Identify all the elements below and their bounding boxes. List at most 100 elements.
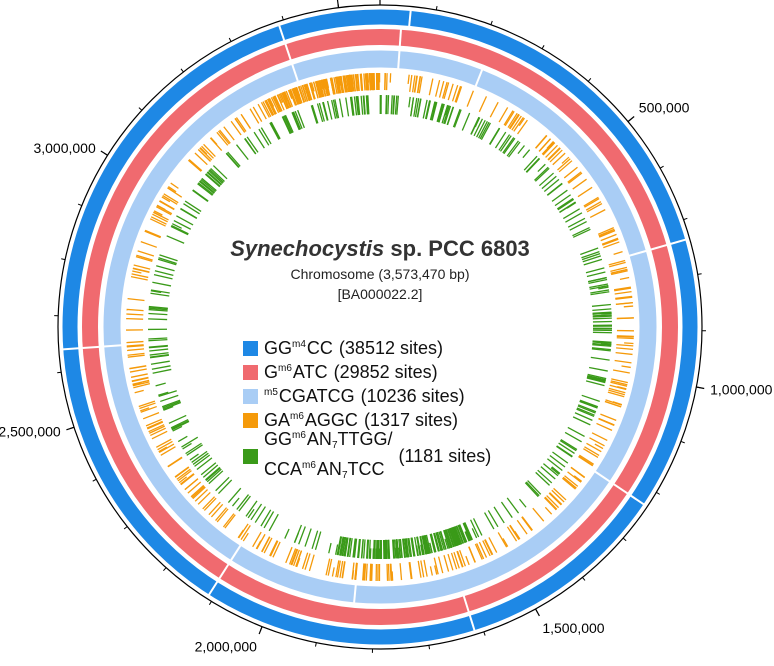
site-mark xyxy=(612,401,623,406)
site-mark xyxy=(489,101,499,118)
site-mark xyxy=(318,102,325,122)
site-mark xyxy=(586,442,602,453)
ring-gap xyxy=(650,243,668,251)
site-mark xyxy=(127,348,145,352)
site-mark xyxy=(461,112,471,131)
site-mark xyxy=(585,380,605,387)
site-mark xyxy=(387,539,390,559)
legend-item-ggan7ttgg: GGm6AN7TTGG/ CCAm6AN7TCC (1181 sites) xyxy=(243,429,491,481)
tick-label: 1,000,000 xyxy=(710,382,772,398)
site-mark xyxy=(270,97,280,114)
site-mark xyxy=(360,539,364,559)
site-mark xyxy=(468,546,476,563)
minor-tick xyxy=(77,203,82,207)
site-mark xyxy=(534,166,549,181)
ring-gap xyxy=(353,584,357,603)
site-mark xyxy=(310,105,318,124)
site-mark xyxy=(328,542,332,554)
site-mark xyxy=(370,73,373,91)
site-mark xyxy=(303,84,311,101)
site-mark xyxy=(194,152,208,166)
site-mark xyxy=(597,227,615,235)
site-mark xyxy=(313,81,319,99)
site-mark xyxy=(282,116,292,134)
site-mark xyxy=(554,194,572,207)
site-mark xyxy=(532,507,545,522)
site-mark xyxy=(206,468,222,483)
site-mark xyxy=(207,171,223,185)
site-mark xyxy=(534,167,550,182)
site-mark xyxy=(604,400,622,408)
site-mark xyxy=(455,86,463,103)
site-mark xyxy=(557,198,575,211)
site-mark xyxy=(257,103,267,120)
site-mark xyxy=(402,538,406,558)
minor-tick xyxy=(541,45,545,50)
site-mark xyxy=(205,173,221,187)
site-mark xyxy=(564,475,579,487)
site-mark xyxy=(212,165,228,180)
site-mark xyxy=(436,531,444,551)
site-mark xyxy=(177,435,188,443)
site-mark xyxy=(422,99,428,119)
site-mark xyxy=(572,178,587,190)
site-mark xyxy=(238,495,251,512)
site-mark xyxy=(274,95,283,112)
site-mark xyxy=(148,308,168,312)
site-mark xyxy=(395,547,398,559)
site-mark xyxy=(268,97,275,107)
site-mark xyxy=(484,539,494,555)
legend-motif: GGm6AN7TTGG/ CCAm6AN7TCC xyxy=(264,429,393,481)
site-mark xyxy=(440,530,447,550)
site-mark xyxy=(161,399,181,408)
site-mark xyxy=(615,295,633,300)
site-mark xyxy=(131,377,149,383)
site-mark xyxy=(199,180,216,194)
site-mark xyxy=(474,543,483,560)
site-mark xyxy=(598,229,616,238)
site-mark xyxy=(521,516,533,531)
site-mark xyxy=(183,203,200,215)
site-mark xyxy=(562,208,580,220)
site-mark xyxy=(572,228,591,238)
site-mark xyxy=(222,513,235,528)
site-mark xyxy=(385,95,388,115)
legend-motif: m5CGATCG xyxy=(264,386,355,406)
site-mark xyxy=(292,88,300,105)
site-mark xyxy=(219,129,231,144)
site-mark xyxy=(443,529,451,549)
site-mark xyxy=(567,471,582,483)
site-mark xyxy=(517,119,528,135)
site-mark xyxy=(253,131,265,149)
site-mark xyxy=(549,454,566,468)
site-mark xyxy=(215,507,228,522)
site-mark xyxy=(452,526,461,546)
site-mark xyxy=(502,137,515,154)
site-mark xyxy=(349,538,353,558)
site-mark xyxy=(152,281,172,287)
ring-gap xyxy=(218,563,230,580)
site-mark xyxy=(200,462,217,476)
site-mark xyxy=(590,356,610,361)
site-mark xyxy=(210,503,224,518)
site-mark xyxy=(428,78,434,96)
site-mark xyxy=(489,127,501,145)
site-mark xyxy=(180,208,198,220)
site-mark xyxy=(430,533,437,553)
genome-title-strain: sp. PCC 6803 xyxy=(384,236,530,261)
site-mark xyxy=(344,537,349,557)
site-mark xyxy=(480,122,492,140)
site-mark xyxy=(596,422,613,431)
site-mark xyxy=(355,74,359,92)
site-mark xyxy=(478,541,488,558)
site-mark xyxy=(139,402,156,410)
site-mark xyxy=(149,218,166,227)
site-mark xyxy=(466,90,475,107)
site-mark xyxy=(126,317,144,320)
site-mark xyxy=(197,148,211,162)
site-mark xyxy=(281,92,289,109)
site-mark xyxy=(192,189,209,202)
site-mark xyxy=(322,79,326,89)
site-mark xyxy=(142,412,160,420)
site-mark xyxy=(343,537,348,557)
